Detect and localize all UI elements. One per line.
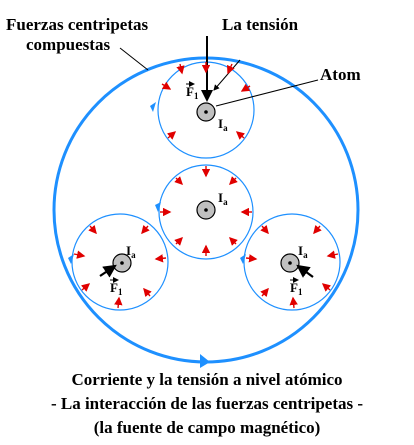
circulation-arrow xyxy=(68,254,74,264)
caption-line-1: Corriente y la tensión a nivel atómico xyxy=(71,370,343,389)
tension-leader xyxy=(213,59,241,91)
caption-line-2: - La interacción de las fuerzas centripe… xyxy=(50,394,364,413)
circulation-arrow xyxy=(240,254,246,264)
atom-label: Atom xyxy=(320,65,361,84)
svg-text:F1: F1 xyxy=(290,280,303,297)
atom-left xyxy=(112,253,132,273)
svg-text:F1: F1 xyxy=(110,280,123,297)
current-label-left: Ia xyxy=(126,243,136,260)
svg-text:Ia: Ia xyxy=(218,116,228,133)
force-arrow-left xyxy=(99,264,117,278)
compound-forces-leader xyxy=(119,47,149,71)
circulation-arrow xyxy=(150,102,156,112)
force-label-left: F1 xyxy=(110,277,123,297)
current-label-top: Ia xyxy=(218,116,228,133)
current-label-center: Ia xyxy=(218,190,228,207)
inner-circle-left xyxy=(68,213,169,311)
compound-forces-label-line2: compuestas xyxy=(26,35,110,54)
atom-top xyxy=(196,102,216,122)
current-label-right: Ia xyxy=(298,243,308,260)
inner-circle-right xyxy=(240,213,341,311)
atom-center xyxy=(196,200,216,220)
svg-text:Ia: Ia xyxy=(218,190,228,207)
outer-ring-direction-arrow xyxy=(200,354,210,368)
force-label-right: F1 xyxy=(290,277,303,297)
tension-label: La tensión xyxy=(222,15,299,34)
atom-leader xyxy=(215,79,319,107)
centripetal-arrows xyxy=(73,62,339,309)
inner-circle-center xyxy=(155,164,254,260)
force-arrow-right xyxy=(296,264,314,278)
caption-line-3: (la fuente de campo magnético) xyxy=(93,418,321,437)
force-label-top: F1 xyxy=(186,81,199,101)
svg-text:Ia: Ia xyxy=(126,243,136,260)
svg-text:F1: F1 xyxy=(186,84,199,101)
atom-right xyxy=(280,253,300,273)
compound-forces-label: Fuerzas centripetas xyxy=(6,15,148,34)
circulation-arrow xyxy=(155,202,161,212)
svg-text:Ia: Ia xyxy=(298,243,308,260)
